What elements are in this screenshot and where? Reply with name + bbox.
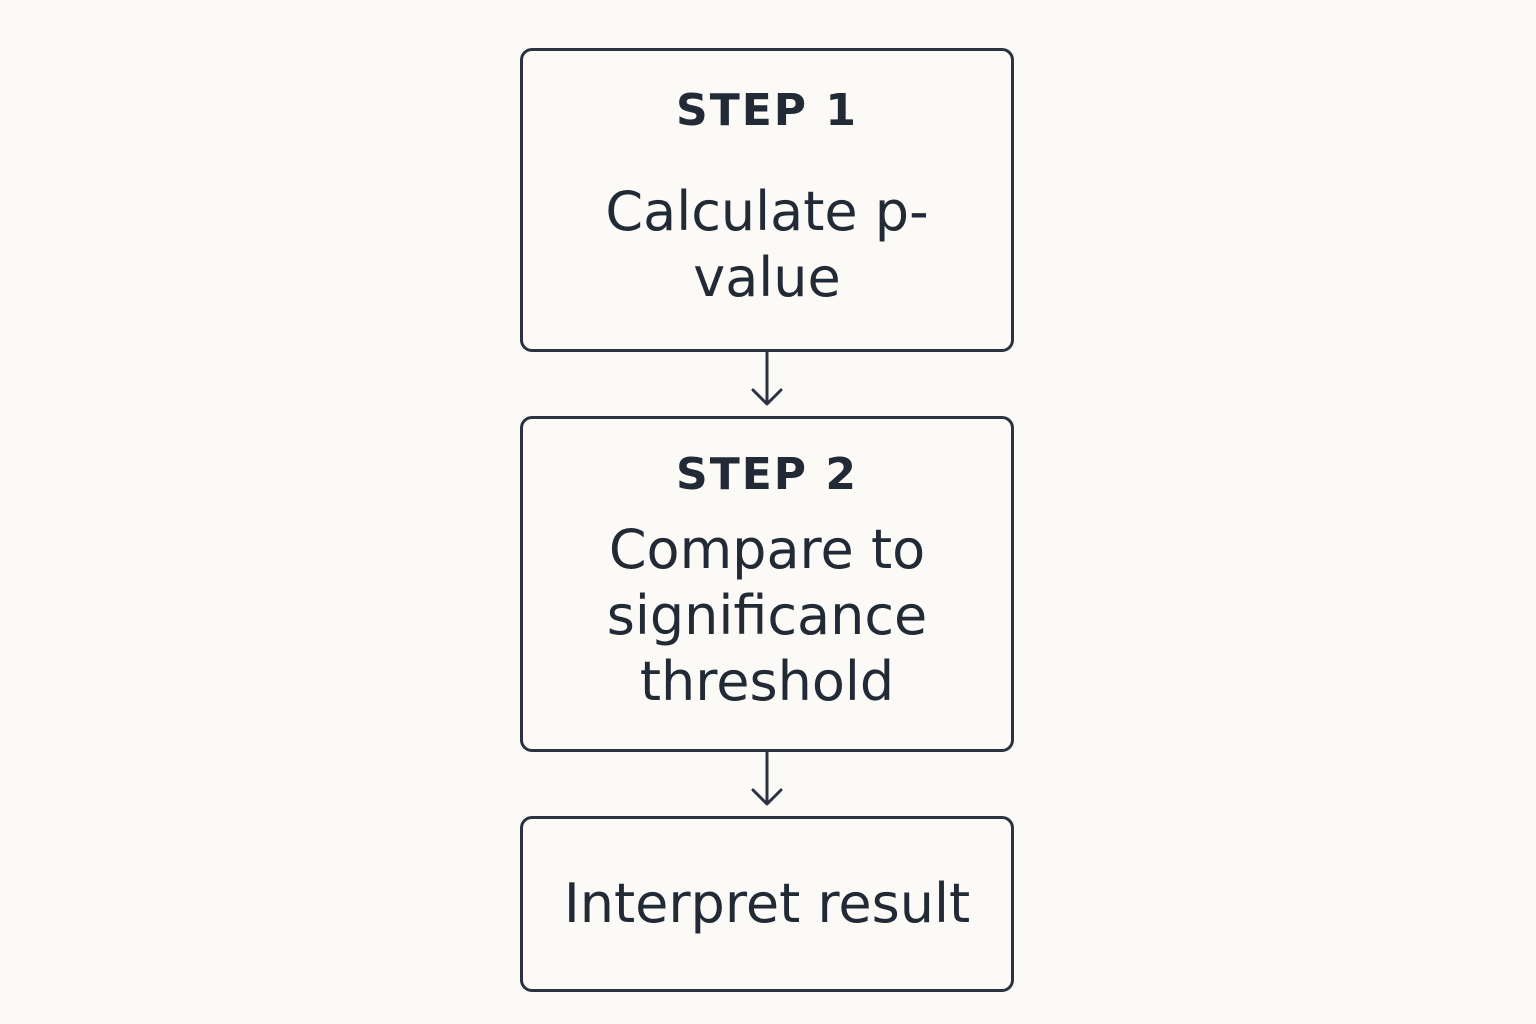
step-2-text: Compare to significance threshold: [606, 518, 928, 713]
step-3-text: Interpret result: [563, 872, 971, 935]
step-2-box: STEP 2 Compare to significance threshold: [520, 416, 1014, 752]
step-1-label: STEP 1: [676, 85, 858, 136]
step-1-text: Calculate p-value: [605, 180, 929, 309]
step-1-box: STEP 1 Calculate p-value: [520, 48, 1014, 352]
arrow-step-1-to-step-2: [751, 351, 783, 406]
arrow-step-2-to-step-3: [751, 751, 783, 806]
step-3-box: Interpret result: [520, 816, 1014, 992]
step-2-label: STEP 2: [676, 449, 858, 500]
